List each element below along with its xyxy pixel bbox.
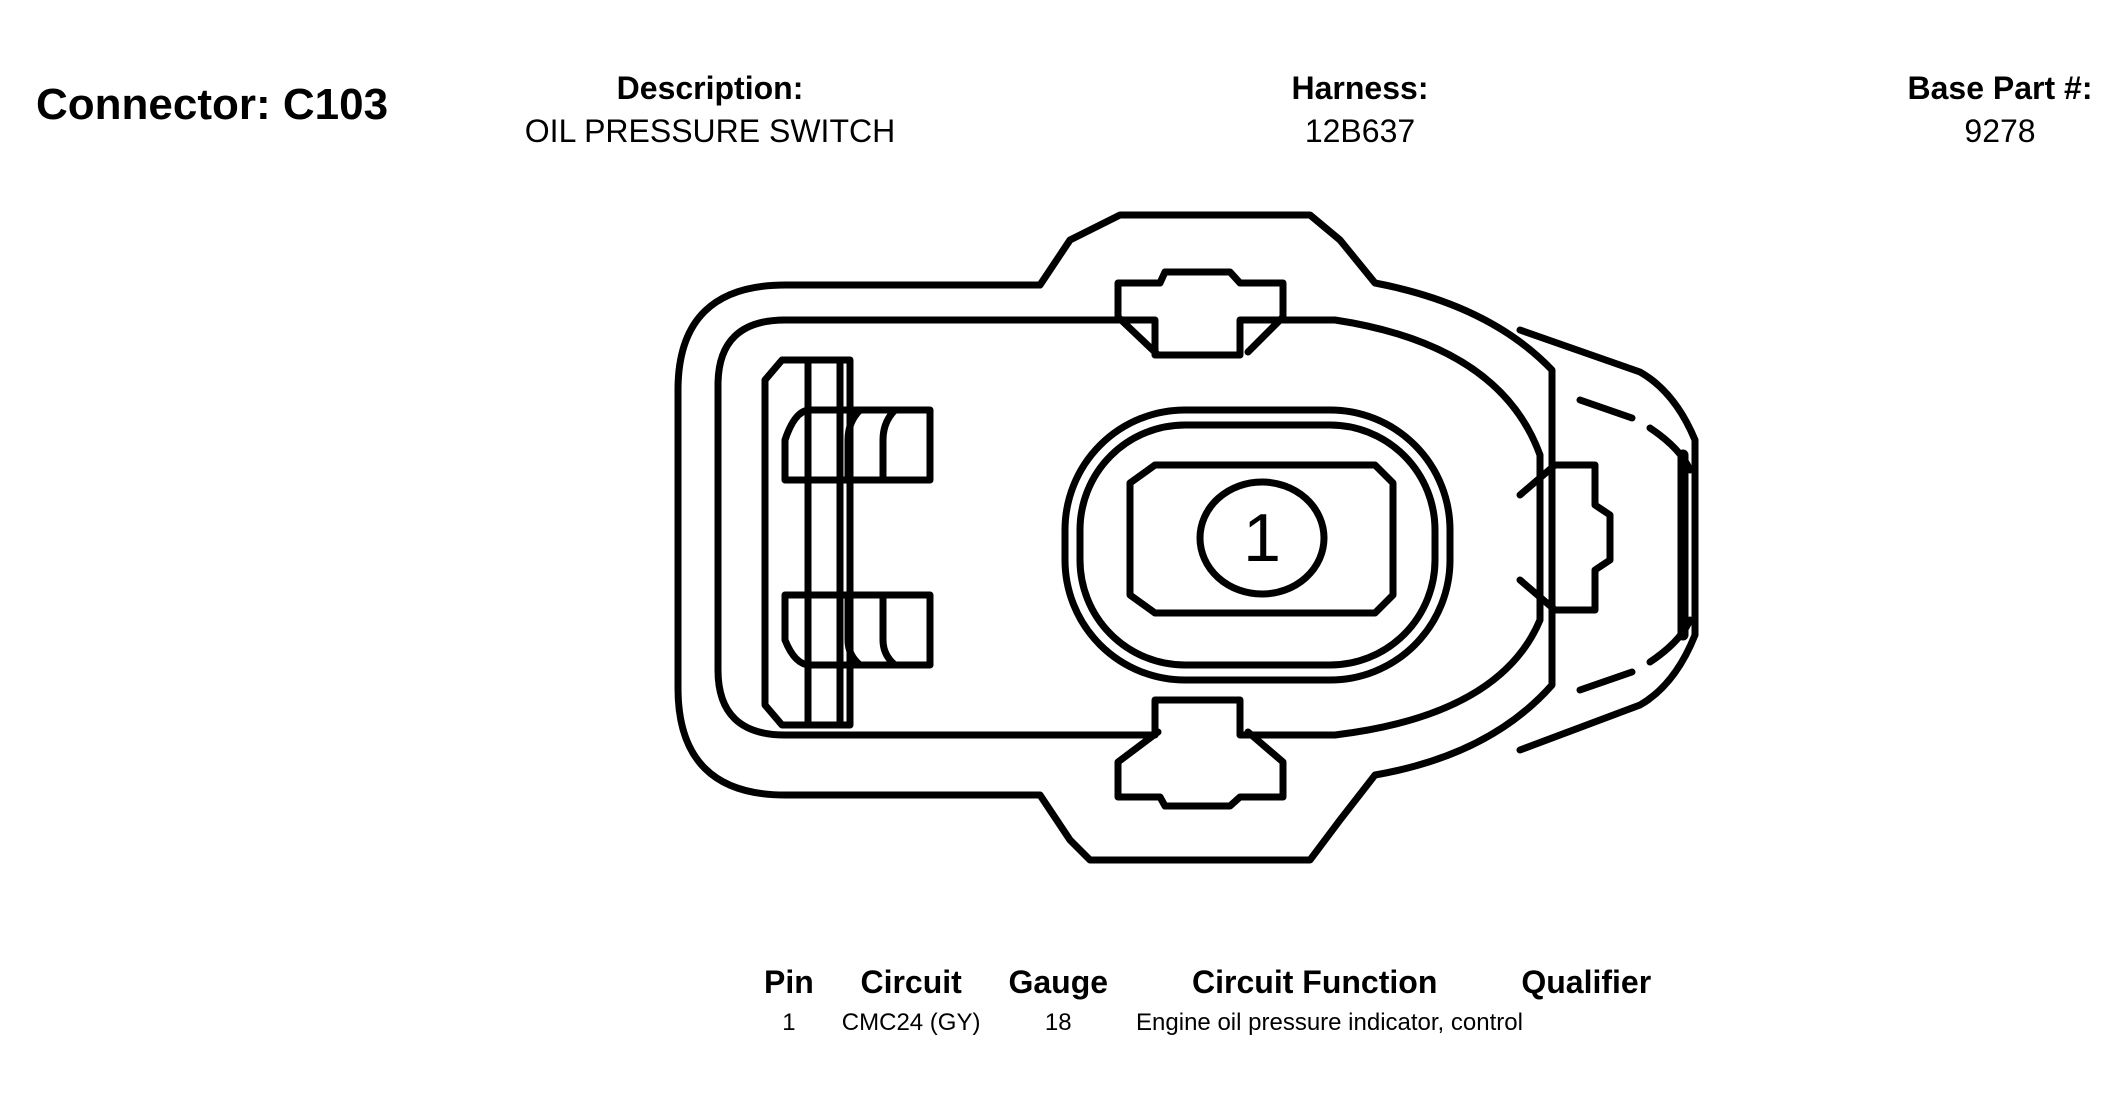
cavity-inner [1126,461,1397,617]
description-value: OIL PRESSURE SWITCH [524,113,896,149]
circuit-function-cell: Engine oil pressure indicator, control [1136,1009,1523,1036]
pin-table-header-row: Pin Circuit Gauge Circuit Function Quali… [750,962,1665,1002]
housing-outer-outline [674,211,1556,864]
circuit-cell: CMC24 (GY) [841,1009,981,1036]
connector-title: Connector: C103 [36,80,389,129]
description-block: Description: OIL PRESSURE SWITCH [520,68,900,154]
left-latch-frame [761,356,854,729]
circuit-function-header: Circuit Function [1192,964,1438,1000]
circuit-header: Circuit [860,964,962,1000]
cavity-middle [1076,421,1439,669]
right-key-notch [1516,461,1614,614]
cavity-outer [1061,406,1454,684]
pin-1-circle [1196,478,1328,598]
pin-cell: 1 [782,1009,796,1036]
description-label: Description: [616,70,804,106]
qualifier-header: Qualifier [1521,964,1652,1000]
left-latch-rails [804,356,844,729]
top-lock-tab [1114,268,1287,359]
right-release-arm [1516,326,1699,754]
harness-block: Harness: 12B637 [1250,68,1470,154]
right-release-arm-dashes [1576,396,1694,694]
harness-value: 12B637 [1304,113,1416,149]
bottom-lock-tab [1114,728,1287,810]
pin-header: Pin [764,964,814,1000]
base-part-value: 9278 [1964,113,2036,149]
gauge-header: Gauge [1008,964,1109,1000]
gauge-cell: 18 [1044,1009,1072,1036]
left-latch-teeth [844,406,899,669]
harness-label: Harness: [1291,70,1429,106]
pin-table: Pin Circuit Gauge Circuit Function Quali… [750,962,1665,1038]
pin-1-label: 1 [1243,500,1281,576]
base-part-block: Base Part #: 9278 [1890,68,2110,154]
base-part-label: Base Part #: [1907,70,2093,106]
housing-inner-outline [714,316,1544,739]
table-row: 1 CMC24 (GY) 18 Engine oil pressure indi… [750,1002,1665,1038]
